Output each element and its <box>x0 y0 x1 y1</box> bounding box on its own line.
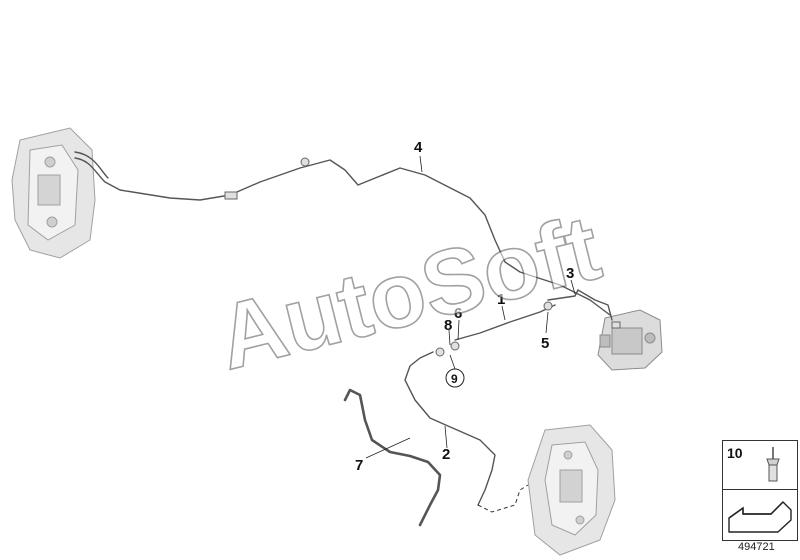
legend-box: 10 <box>722 440 798 541</box>
brake-assembly-left <box>11 127 96 259</box>
brake-line-1 <box>454 304 556 341</box>
brake-line-4 <box>74 157 611 316</box>
callout-9: 9 <box>451 372 458 386</box>
diagram-id: 494721 <box>738 541 775 553</box>
callout-3: 3 <box>566 265 574 282</box>
callout-7: 7 <box>355 457 363 474</box>
brake-line-2 <box>404 351 496 506</box>
callout-2: 2 <box>442 446 450 463</box>
callout-6: 6 <box>454 305 462 322</box>
brake-hose-7 <box>343 388 442 527</box>
brake-assembly-right <box>527 424 616 556</box>
legend-part-cell: 10 <box>723 441 797 490</box>
callout-9-circle <box>445 368 465 388</box>
dashed-connector <box>477 484 529 513</box>
legend-part-number: 10 <box>727 445 743 461</box>
rivet-icon <box>766 447 780 482</box>
leader-lines <box>365 155 576 459</box>
callout-4: 4 <box>414 139 423 156</box>
hydraulic-unit <box>597 309 663 371</box>
watermark: AutoSoft <box>208 196 609 389</box>
brake-lines <box>74 151 613 527</box>
callout-8: 8 <box>444 317 452 334</box>
brake-line-3 <box>547 289 613 321</box>
callout-1: 1 <box>497 291 505 308</box>
fittings <box>224 157 621 357</box>
callout-5: 5 <box>541 335 549 352</box>
arrow-icon <box>728 501 792 533</box>
